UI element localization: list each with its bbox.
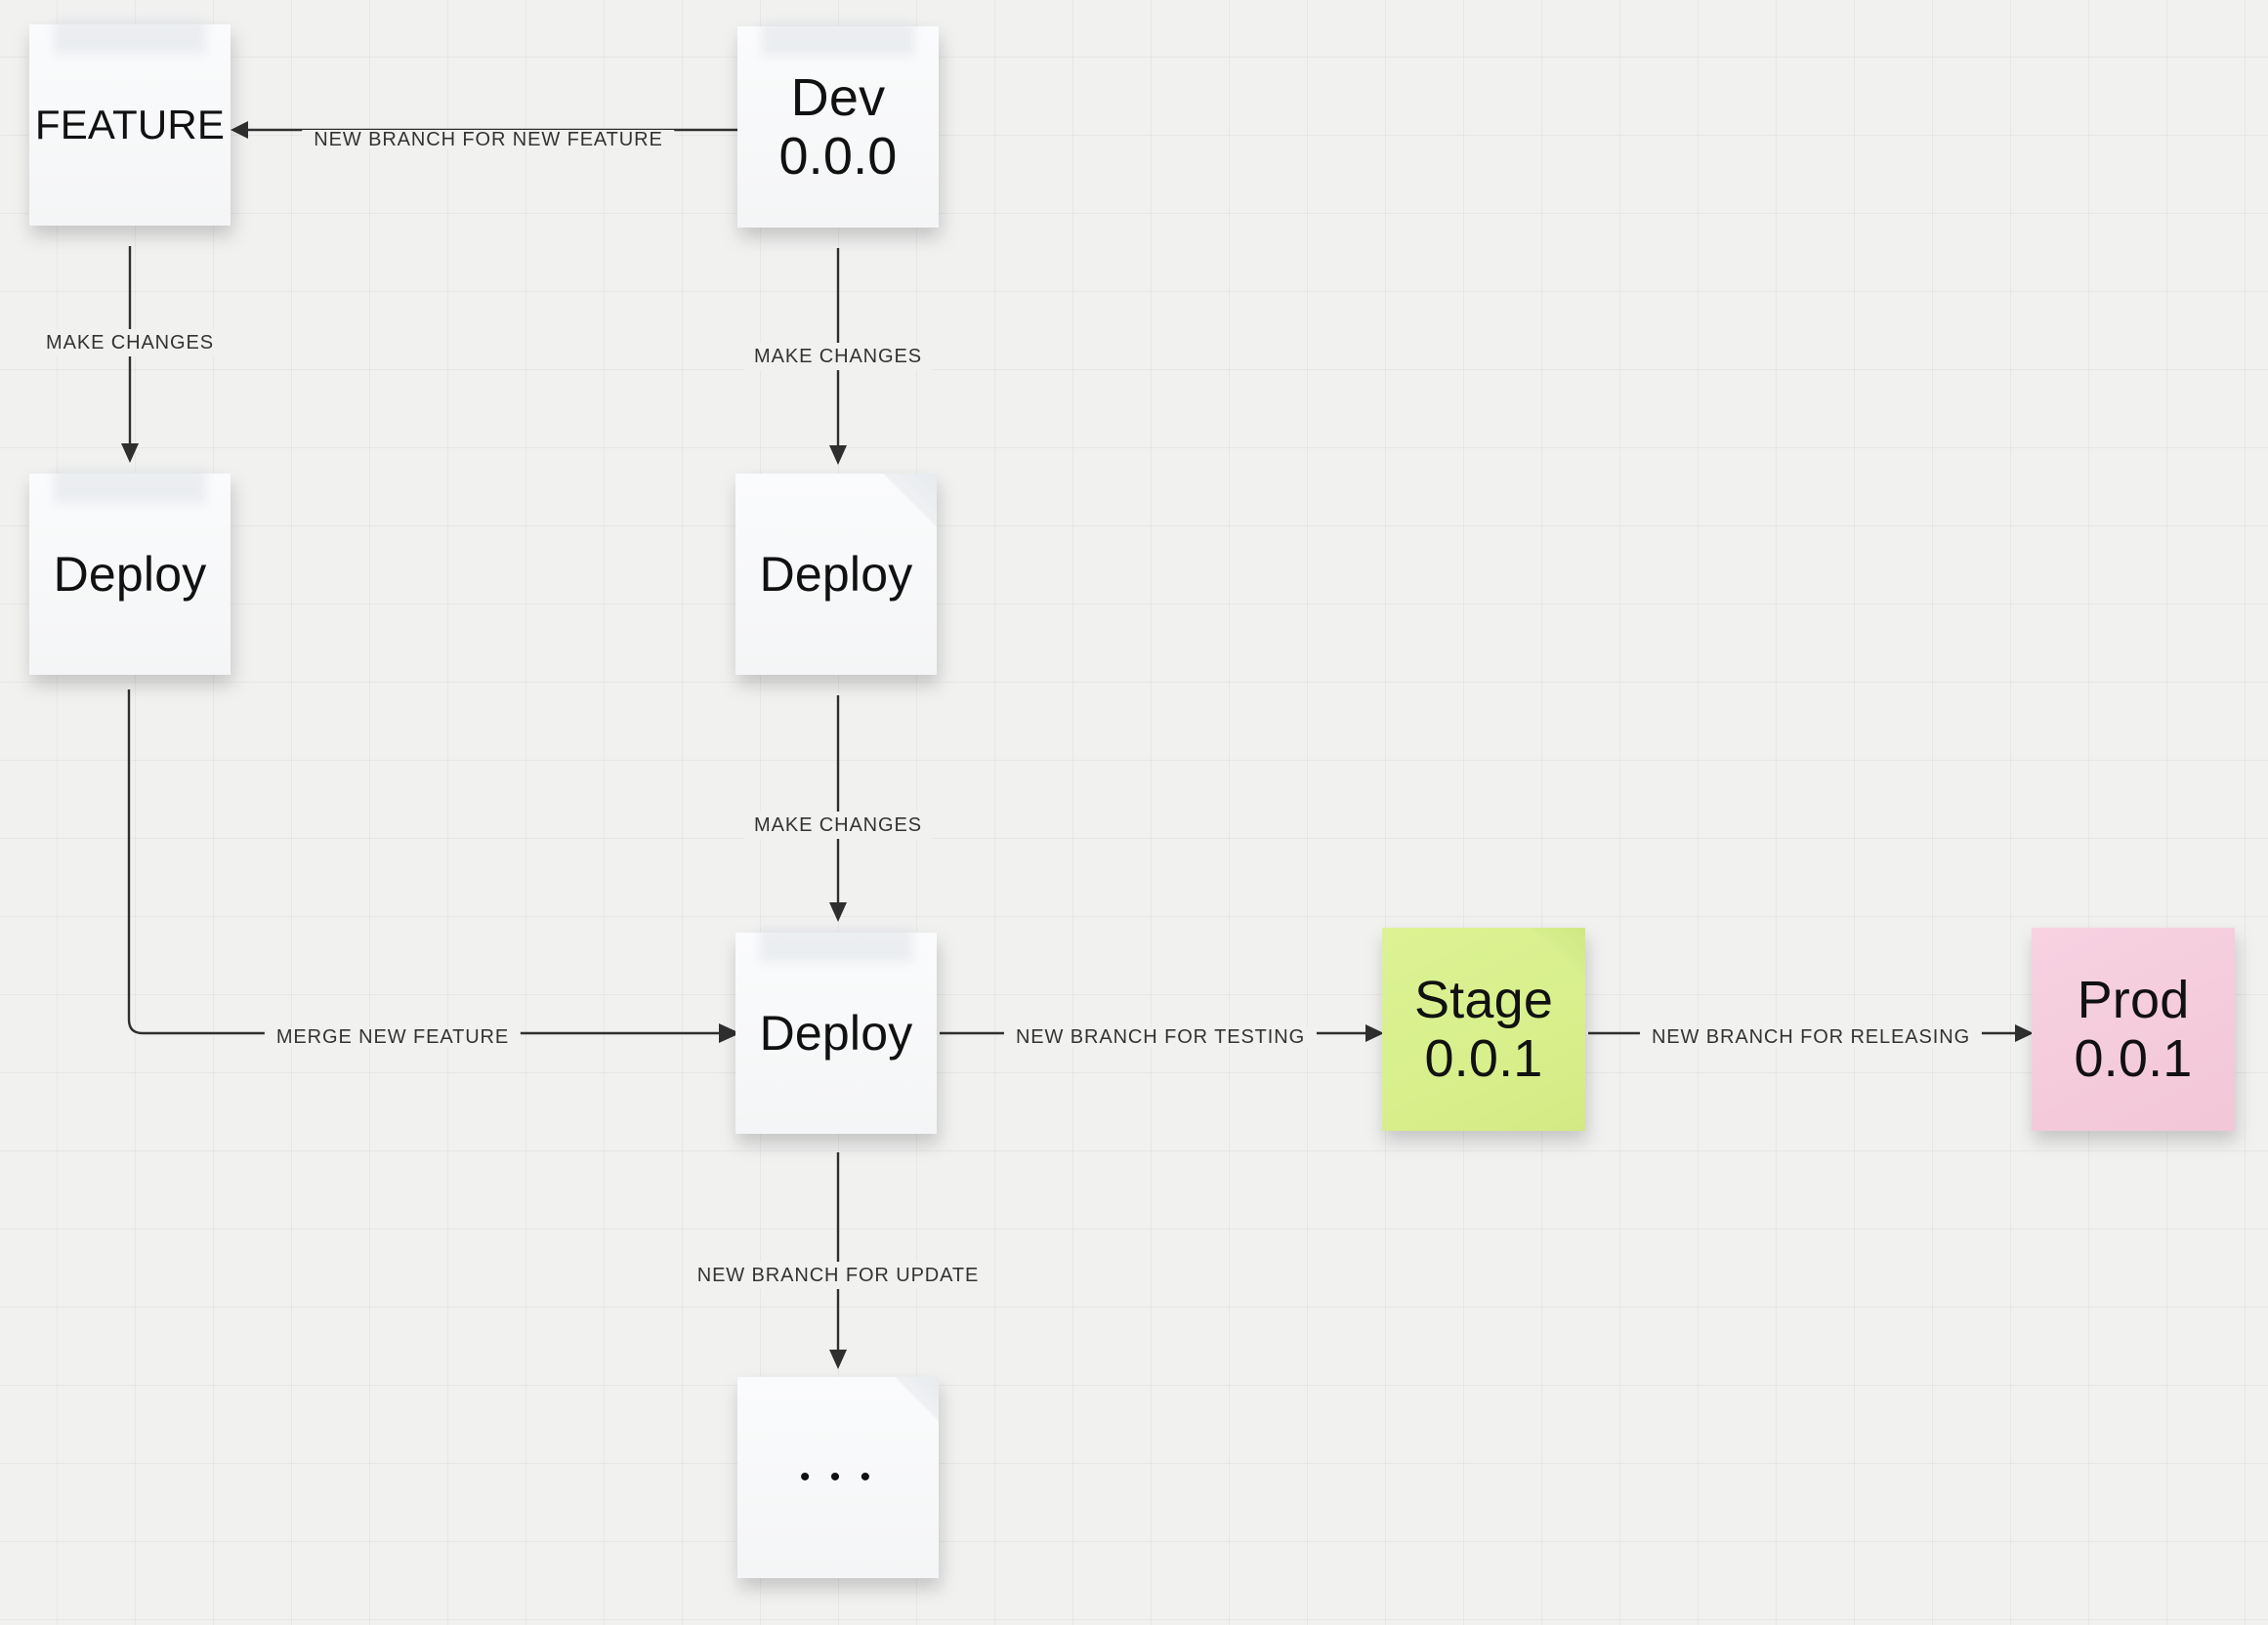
connector-label-feature-make-changes: MAKE CHANGES <box>36 329 224 356</box>
sticky-note-more[interactable]: • • • <box>737 1377 939 1578</box>
note-line: Prod <box>2077 970 2190 1029</box>
sticky-note-deploy-dev-1[interactable]: Deploy <box>735 474 937 675</box>
note-line-version: 0.0.1 <box>2074 1029 2193 1088</box>
connector-dev-make-changes-2 <box>829 695 847 922</box>
sticky-note-deploy-dev-2[interactable]: Deploy <box>735 933 937 1134</box>
connector-merge-new-feature <box>125 689 740 1043</box>
ellipsis-icon: • • • <box>799 1461 877 1494</box>
sticky-note-feature[interactable]: FEATURE <box>29 24 231 226</box>
note-line: Stage <box>1413 970 1554 1029</box>
connector-label-new-branch-for-releasing: NEW BRANCH FOR RELEASING <box>1639 1027 1983 1047</box>
sticky-note-deploy-feature[interactable]: Deploy <box>29 474 231 675</box>
connector-label-dev-make-changes-2: MAKE CHANGES <box>744 812 932 839</box>
connector-label-dev-to-feature: NEW BRANCH FOR NEW FEATURE <box>302 130 675 149</box>
connector-label-merge-new-feature: MERGE NEW FEATURE <box>264 1027 522 1047</box>
connector-label-dev-make-changes-1: MAKE CHANGES <box>744 343 932 370</box>
sticky-note-prod[interactable]: Prod 0.0.1 <box>2032 928 2235 1131</box>
note-line: Deploy <box>759 547 913 602</box>
connector-label-new-branch-for-update: NEW BRANCH FOR UPDATE <box>687 1262 989 1289</box>
note-line: Deploy <box>759 1006 913 1061</box>
note-line-version: 0.0.1 <box>1424 1029 1543 1088</box>
note-line: FEATURE <box>34 102 226 148</box>
connector-label-new-branch-for-testing: NEW BRANCH FOR TESTING <box>1003 1027 1318 1047</box>
note-line-version: 0.0.0 <box>778 127 898 186</box>
connector-new-branch-for-update <box>829 1152 847 1369</box>
note-line: Dev <box>790 67 886 127</box>
sticky-note-stage[interactable]: Stage 0.0.1 <box>1382 928 1585 1131</box>
note-line: Deploy <box>53 547 207 602</box>
sticky-note-dev[interactable]: Dev 0.0.0 <box>737 26 939 228</box>
